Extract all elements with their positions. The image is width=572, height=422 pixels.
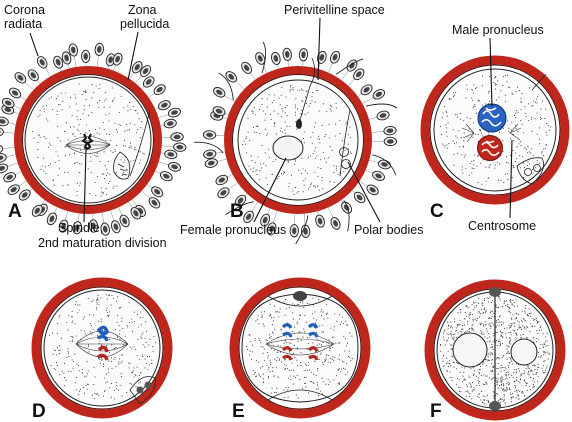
- label-centrosome: Centrosome: [468, 219, 536, 233]
- label-male-pronucleus: Male pronucleus: [452, 23, 544, 37]
- zona-pellucida-d: [31, 277, 173, 419]
- blastomere-nucleus-left: [452, 332, 488, 368]
- label-zona-pellucida: Zona pellucida: [120, 3, 169, 31]
- sperm-tails-b: [194, 41, 398, 245]
- panel-label-e: E: [232, 401, 245, 422]
- polar-body-f-top: [489, 287, 501, 297]
- polar-bodies-d: [129, 376, 156, 405]
- label-corona-radiata: Corona radiata: [4, 3, 48, 31]
- centrosome-c: [461, 123, 522, 143]
- female-pronucleus-b: [272, 135, 304, 161]
- panel-label-f: F: [430, 401, 442, 422]
- panel-label-b: B: [230, 201, 244, 222]
- panel-a: A: [0, 42, 187, 236]
- zona-pellucida-c: [420, 55, 570, 205]
- zona-pellucida-b: [224, 66, 372, 214]
- spindle-a: [65, 133, 111, 154]
- oocyte-a: [24, 76, 152, 204]
- spindle-e: [265, 323, 335, 361]
- zona-pellucida-e: [229, 277, 371, 419]
- spindle-d: [75, 325, 129, 361]
- annotations: Corona radiata Zona pellucida Spindle, 2…: [4, 3, 544, 250]
- polar-body-c: [516, 157, 545, 185]
- female-pronucleus-c: [477, 135, 503, 161]
- cleaving-zygote-e: [241, 293, 359, 403]
- label-perivitelline-space: Perivitelline space: [284, 3, 385, 17]
- panel-b: B: [194, 41, 398, 245]
- panel-f: F: [424, 279, 566, 422]
- polar-body-e: [293, 291, 307, 301]
- panel-d: D: [31, 277, 173, 422]
- panel-c: C: [420, 55, 570, 222]
- label-polar-bodies: Polar bodies: [354, 223, 424, 237]
- panel-label-a: A: [8, 201, 22, 222]
- panel-e: E: [229, 277, 371, 422]
- polar-body-a: [113, 151, 131, 180]
- blastomere-nucleus-right: [510, 338, 538, 366]
- panel-label-d: D: [32, 401, 46, 422]
- corona-radiata-cells-b: [202, 47, 397, 238]
- male-pronucleus-c: [477, 103, 507, 133]
- label-spindle: Spindle, 2nd maturation division: [38, 221, 167, 250]
- panel-label-c: C: [430, 201, 444, 222]
- zona-pellucida-f: [424, 279, 566, 421]
- corona-radiata-cells-a: [0, 42, 187, 236]
- polar-body-f-bottom: [489, 401, 501, 411]
- zona-pellucida-a: [14, 66, 162, 214]
- sperm-head-b: [299, 57, 315, 121]
- label-female-pronucleus: Female pronucleus: [180, 223, 286, 237]
